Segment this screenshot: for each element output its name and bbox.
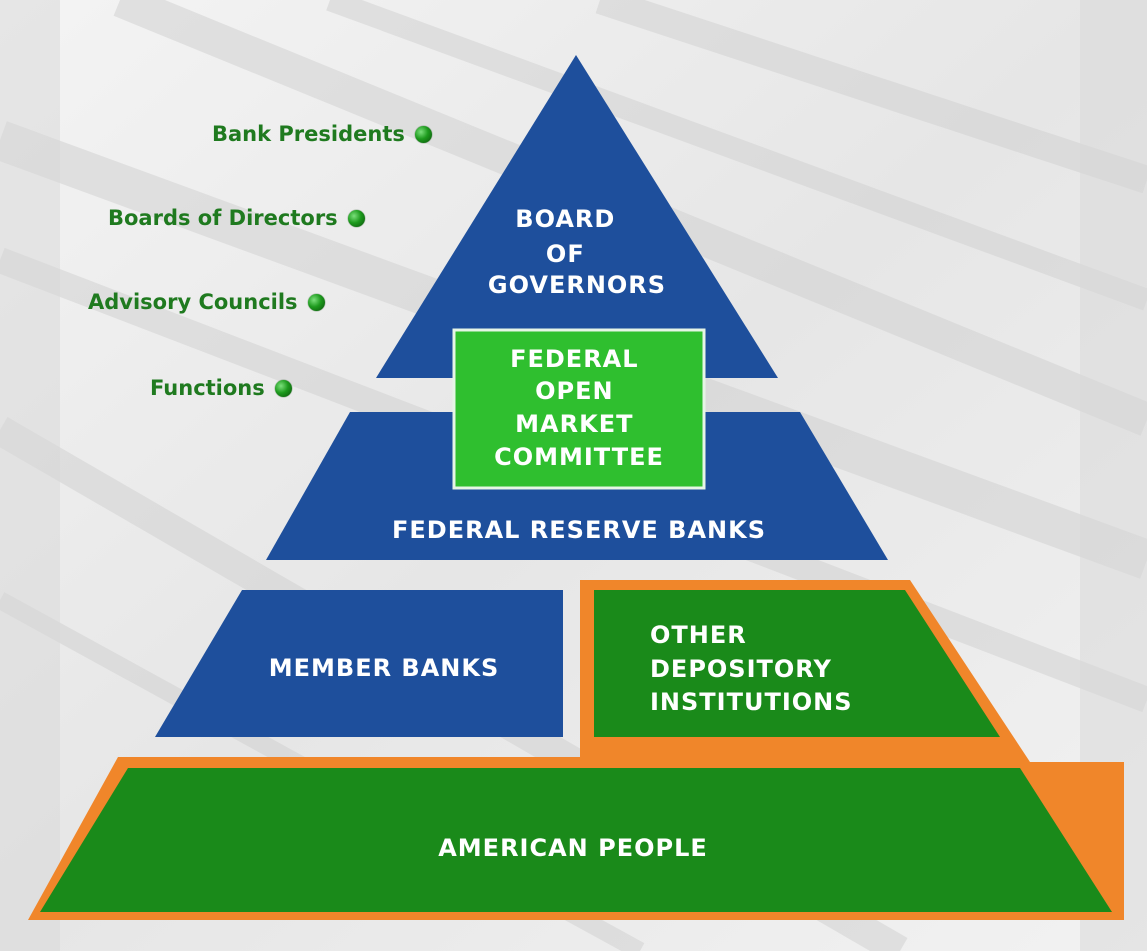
green-bullet-icon — [347, 209, 365, 227]
advisory-councils-label: Advisory Councils — [88, 290, 298, 314]
functions-link[interactable]: Functions — [150, 376, 292, 400]
fomc-label: FEDERAL OPEN MARKET COMMITTEE — [494, 345, 664, 471]
other-depository-tier[interactable] — [594, 590, 1000, 737]
green-bullet-icon — [274, 379, 292, 397]
boards-of-directors-label: Boards of Directors — [108, 206, 338, 230]
board-of-governors-label: BOARD OF GOVERNORS — [488, 205, 666, 299]
american-people-label: AMERICAN PEOPLE — [438, 834, 708, 862]
green-bullet-icon — [414, 125, 432, 143]
boards-of-directors-link[interactable]: Boards of Directors — [108, 206, 365, 230]
advisory-councils-link[interactable]: Advisory Councils — [88, 290, 325, 314]
fomc-box[interactable] — [452, 328, 706, 490]
functions-label: Functions — [150, 376, 265, 400]
bank-presidents-link[interactable]: Bank Presidents — [212, 122, 432, 146]
american-people-tier[interactable] — [40, 768, 1112, 912]
green-bullet-icon — [307, 293, 325, 311]
member-banks-label: MEMBER BANKS — [269, 654, 500, 682]
member-banks-tier[interactable] — [155, 590, 563, 737]
other-depository-label: OTHER DEPOSITORY INSTITUTIONS — [650, 621, 853, 716]
bank-presidents-label: Bank Presidents — [212, 122, 405, 146]
federal-reserve-banks-label: FEDERAL RESERVE BANKS — [392, 516, 766, 544]
board-of-governors-tier[interactable] — [376, 55, 778, 378]
